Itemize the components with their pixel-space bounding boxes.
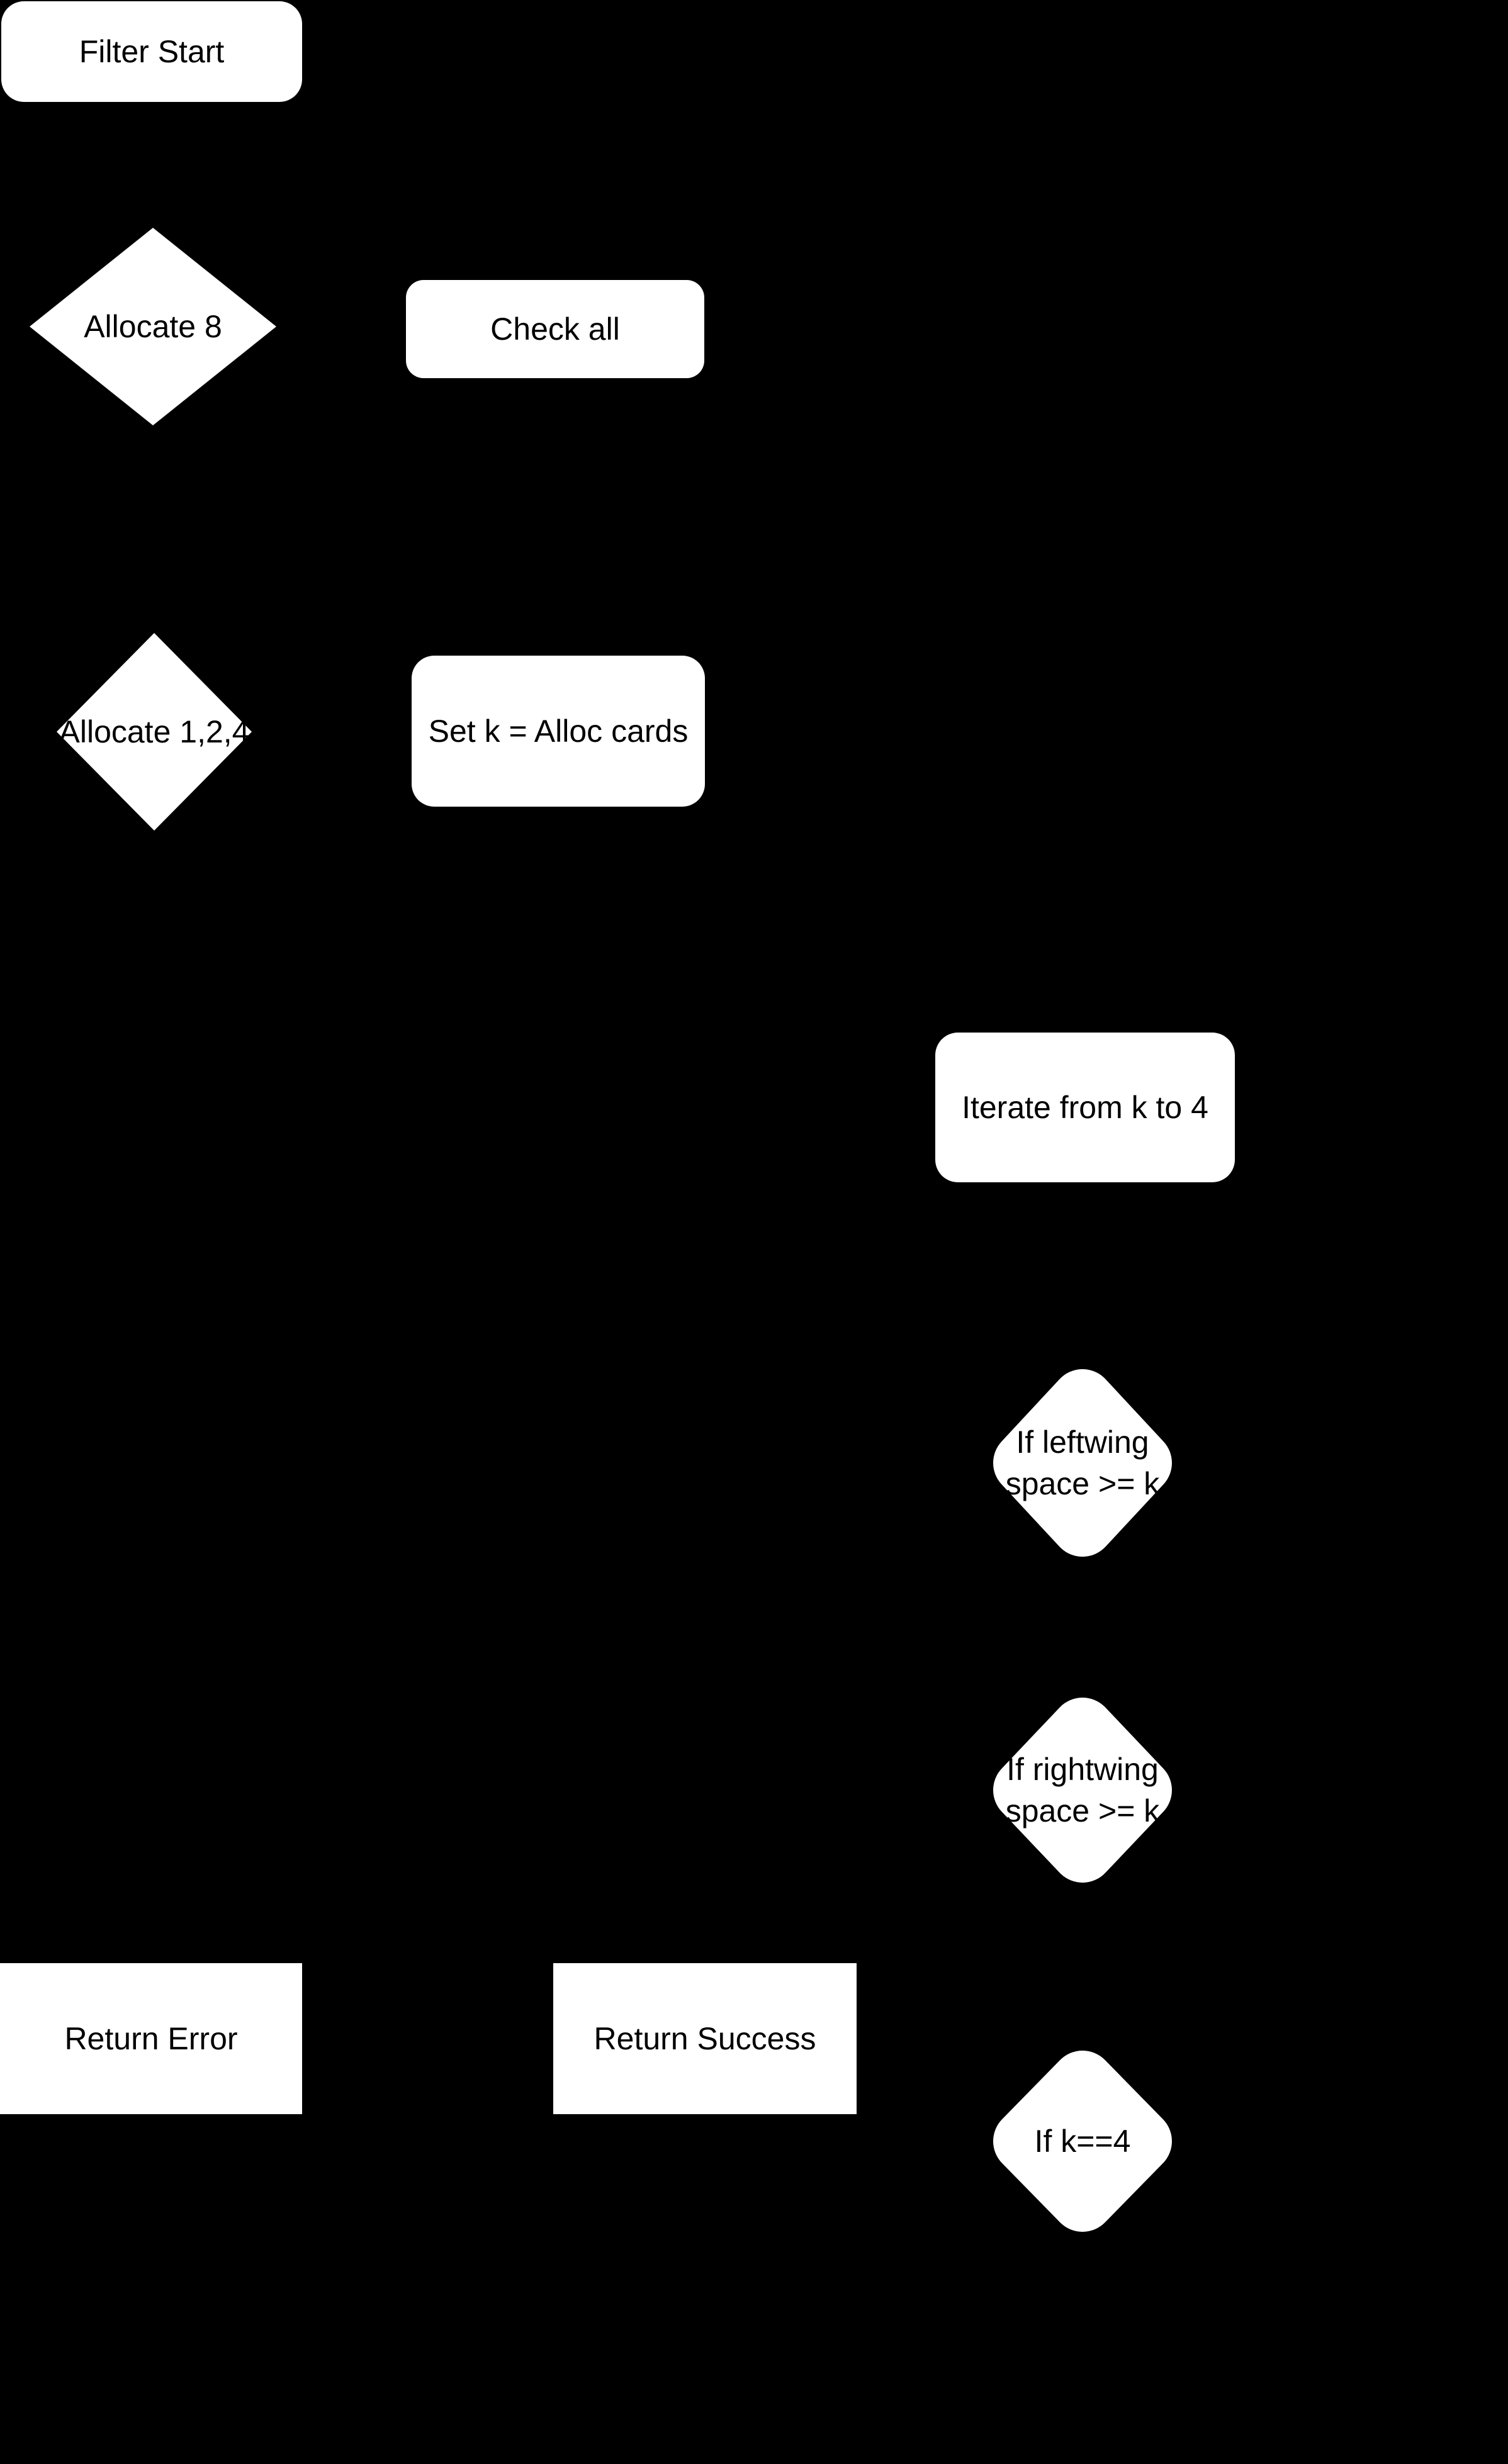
rectangle-shape: [553, 1963, 857, 2114]
diamond-shape: [993, 2051, 1172, 2232]
node-allocate-1-2-4: Allocate 1,2,4: [57, 633, 252, 831]
node-label: Check all: [490, 311, 620, 347]
node-label: Return Error: [64, 2021, 238, 2056]
node-iterate-k-to-4: Iterate from k to 4: [935, 1033, 1235, 1182]
node-if-leftwing: If leftwing space >= k: [993, 1369, 1172, 1557]
node-label: Filter Start: [79, 34, 225, 69]
terminator-shape: [1, 1, 302, 102]
node-label: If leftwing space >= k: [1005, 1425, 1160, 1501]
node-label: If rightwing space >= k: [1005, 1752, 1160, 1828]
diamond-shape: [993, 1369, 1172, 1557]
diamond-shape: [57, 633, 252, 831]
node-return-success: Return Success: [553, 1963, 857, 2114]
process-shape: [406, 280, 704, 378]
diamond-shape: [993, 1698, 1172, 1883]
node-set-k: Set k = Alloc cards: [412, 656, 705, 807]
process-shape: [412, 656, 705, 807]
node-label: Allocate 1,2,4: [59, 714, 250, 749]
node-allocate-8: Allocate 8: [30, 228, 276, 425]
node-label: Set k = Alloc cards: [428, 714, 689, 749]
node-label: Allocate 8: [84, 309, 222, 344]
rectangle-shape: [0, 1963, 302, 2114]
node-if-rightwing: If rightwing space >= k: [993, 1698, 1172, 1883]
node-label: Return Success: [594, 2021, 816, 2056]
node-return-error: Return Error: [0, 1963, 302, 2114]
node-label: If k==4: [1034, 2124, 1131, 2159]
diamond-shape: [30, 228, 276, 425]
node-if-k-equals-4: If k==4: [993, 2051, 1172, 2232]
node-check-all: Check all: [406, 280, 704, 378]
node-label: Iterate from k to 4: [962, 1090, 1208, 1125]
node-filter-start: Filter Start: [1, 1, 302, 102]
process-shape: [935, 1033, 1235, 1182]
